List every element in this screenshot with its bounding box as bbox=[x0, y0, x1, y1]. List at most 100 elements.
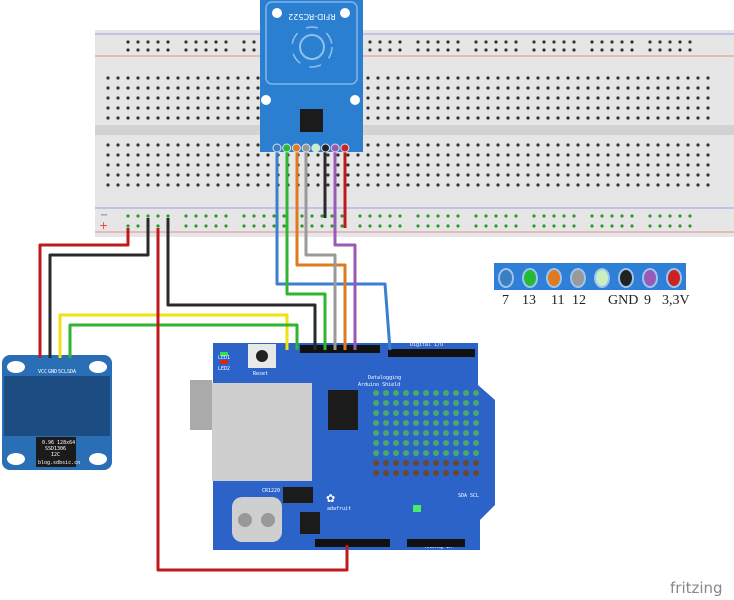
hole bbox=[676, 96, 680, 100]
hole bbox=[146, 40, 150, 44]
legend-label-13: 13 bbox=[522, 293, 536, 308]
hole bbox=[196, 76, 200, 80]
power-header bbox=[315, 539, 390, 547]
hole bbox=[106, 163, 110, 167]
hole bbox=[446, 143, 450, 147]
hole bbox=[446, 48, 450, 52]
hole bbox=[668, 40, 672, 44]
hole bbox=[606, 173, 610, 177]
hole bbox=[556, 163, 560, 167]
hole bbox=[214, 48, 218, 52]
hole bbox=[600, 214, 604, 218]
hole bbox=[596, 86, 600, 90]
hole bbox=[606, 163, 610, 167]
hole bbox=[106, 116, 110, 120]
hole bbox=[566, 96, 570, 100]
hole bbox=[616, 76, 620, 80]
proto-hole bbox=[443, 470, 449, 476]
hole bbox=[476, 163, 480, 167]
hole bbox=[236, 153, 240, 157]
hole bbox=[686, 116, 690, 120]
led1-label: LED1 bbox=[218, 355, 230, 361]
proto-hole bbox=[463, 390, 469, 396]
hole bbox=[620, 224, 624, 228]
hole bbox=[246, 173, 250, 177]
hole bbox=[116, 76, 120, 80]
sda-label: SDA bbox=[458, 493, 467, 499]
hole bbox=[658, 40, 662, 44]
hole bbox=[246, 116, 250, 120]
hole bbox=[136, 48, 140, 52]
hole bbox=[336, 173, 340, 177]
hole bbox=[204, 40, 208, 44]
proto-hole bbox=[473, 470, 479, 476]
hole bbox=[396, 173, 400, 177]
hole bbox=[166, 96, 170, 100]
rfid-module: RFID-RC522 bbox=[260, 0, 363, 152]
hole bbox=[536, 153, 540, 157]
proto-hole bbox=[383, 400, 389, 406]
proto-hole bbox=[463, 410, 469, 416]
proto-hole bbox=[463, 450, 469, 456]
hole bbox=[426, 48, 430, 52]
proto-hole bbox=[433, 400, 439, 406]
hole bbox=[536, 183, 540, 187]
legend-pin bbox=[642, 268, 658, 288]
hole bbox=[106, 153, 110, 157]
proto-hole bbox=[383, 450, 389, 456]
hole bbox=[126, 163, 130, 167]
hole bbox=[358, 214, 362, 218]
mount-hole bbox=[7, 361, 25, 373]
proto-hole bbox=[453, 410, 459, 416]
hole bbox=[606, 96, 610, 100]
hole bbox=[376, 163, 380, 167]
hole bbox=[646, 183, 650, 187]
hole bbox=[216, 143, 220, 147]
hole bbox=[506, 86, 510, 90]
hole bbox=[184, 224, 188, 228]
oled-pin-sda: SDA bbox=[67, 369, 76, 375]
shield-title-1: Datalogging bbox=[368, 375, 401, 381]
hole bbox=[216, 183, 220, 187]
datalogging-shield: Reset LED1 LED2 CR1220 ✿ adafruit Datalo… bbox=[190, 342, 495, 550]
hole bbox=[526, 86, 530, 90]
hole bbox=[616, 183, 620, 187]
proto-hole bbox=[453, 470, 459, 476]
proto-hole bbox=[403, 450, 409, 456]
hole bbox=[166, 143, 170, 147]
proto-hole bbox=[443, 390, 449, 396]
hole bbox=[406, 173, 410, 177]
hole bbox=[196, 106, 200, 110]
hole bbox=[106, 173, 110, 177]
hole bbox=[206, 153, 210, 157]
hole bbox=[146, 106, 150, 110]
eeprom-chip bbox=[300, 512, 320, 534]
hole bbox=[282, 224, 286, 228]
hole bbox=[484, 48, 488, 52]
proto-hole bbox=[423, 420, 429, 426]
hole bbox=[146, 143, 150, 147]
hole bbox=[666, 143, 670, 147]
hole bbox=[340, 214, 344, 218]
hole bbox=[466, 153, 470, 157]
hole bbox=[456, 153, 460, 157]
hole bbox=[396, 76, 400, 80]
hole bbox=[376, 183, 380, 187]
hole bbox=[316, 163, 320, 167]
hole bbox=[246, 86, 250, 90]
hole bbox=[556, 96, 560, 100]
hole bbox=[196, 96, 200, 100]
hole bbox=[532, 214, 536, 218]
hole bbox=[194, 48, 198, 52]
hole bbox=[546, 96, 550, 100]
hole bbox=[496, 143, 500, 147]
hole bbox=[546, 76, 550, 80]
hole bbox=[388, 48, 392, 52]
hole bbox=[416, 224, 420, 228]
hole bbox=[256, 153, 260, 157]
hole bbox=[636, 116, 640, 120]
hole bbox=[246, 153, 250, 157]
proto-hole bbox=[463, 470, 469, 476]
hole bbox=[526, 183, 530, 187]
hole bbox=[636, 96, 640, 100]
